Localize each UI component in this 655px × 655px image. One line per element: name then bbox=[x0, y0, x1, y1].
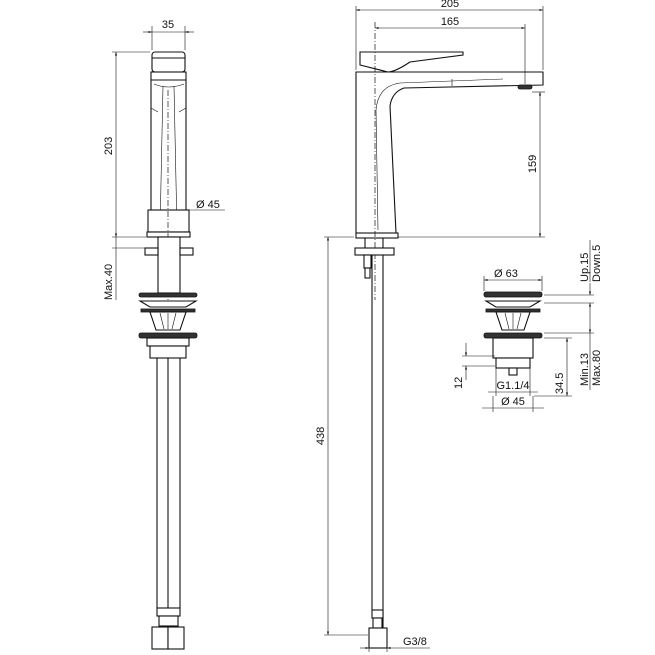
side-height-label: 203 bbox=[103, 137, 115, 155]
dimension-base-diameter: Ø 45 bbox=[148, 199, 225, 211]
dimension-deck-range: Min.13 Max.80 bbox=[579, 333, 603, 390]
hose-front bbox=[368, 609, 388, 649]
dimension-height-159: 159 bbox=[398, 91, 545, 238]
side-width-label: 35 bbox=[162, 19, 174, 31]
dimension-thread-g114: G1.1/4 bbox=[488, 368, 538, 396]
dimension-body-45: Ø 45 bbox=[482, 396, 544, 412]
hose-length-label: 438 bbox=[315, 427, 327, 445]
thread-length-label: 12 bbox=[453, 377, 465, 389]
mounting-shank-front bbox=[354, 238, 395, 640]
deck-thickness-label: Max.40 bbox=[103, 264, 115, 300]
deck-range-max-label: Max.80 bbox=[591, 350, 603, 386]
dimension-width-35: 35 bbox=[143, 19, 194, 50]
dimension-body-34-5: 34.5 bbox=[534, 337, 572, 397]
body-height-label: 34.5 bbox=[554, 373, 566, 394]
travel-down-label: Down.5 bbox=[591, 245, 603, 282]
spout-reach-label: 165 bbox=[441, 16, 459, 28]
overall-length-label: 205 bbox=[441, 0, 459, 10]
dimension-hose-438: 438 bbox=[315, 236, 368, 636]
waste-detail: Ø 63 Up.15 Down.5 Min.13 Max.80 34.5 bbox=[453, 240, 603, 412]
pop-up-waste bbox=[483, 291, 543, 376]
travel-up-label: Up.15 bbox=[579, 253, 591, 282]
waste-side bbox=[138, 292, 198, 359]
dimension-reach-165: 165 bbox=[375, 16, 526, 84]
front-view: 205 165 159 438 G3/8 bbox=[315, 0, 545, 652]
waste-thread-label: G1.1/4 bbox=[496, 380, 529, 392]
dimension-plug-63: Ø 63 bbox=[483, 268, 543, 291]
waste-body-diameter-label: Ø 45 bbox=[501, 396, 525, 408]
mixer-body-side bbox=[146, 51, 191, 300]
spout-height-label: 159 bbox=[527, 155, 539, 173]
plug-diameter-label: Ø 63 bbox=[494, 268, 518, 280]
side-base-diameter-label: Ø 45 bbox=[196, 199, 220, 211]
dimension-height-203: 203 bbox=[103, 51, 150, 238]
deck-range-min-label: Min.13 bbox=[579, 353, 591, 386]
dimension-g38: G3/8 bbox=[360, 636, 430, 652]
side-view: 35 203 Ø 45 Max.40 bbox=[103, 19, 225, 650]
mixer-body-front bbox=[355, 22, 544, 300]
dimension-length-205: 205 bbox=[355, 0, 544, 70]
dimension-travel: Up.15 Down.5 bbox=[544, 240, 603, 334]
hoses-side bbox=[151, 358, 185, 650]
dimension-thread-12: 12 bbox=[453, 343, 495, 389]
hose-thread-label: G3/8 bbox=[403, 636, 427, 648]
dimension-max-40: Max.40 bbox=[103, 237, 146, 300]
mounting-shank-side bbox=[144, 236, 194, 294]
